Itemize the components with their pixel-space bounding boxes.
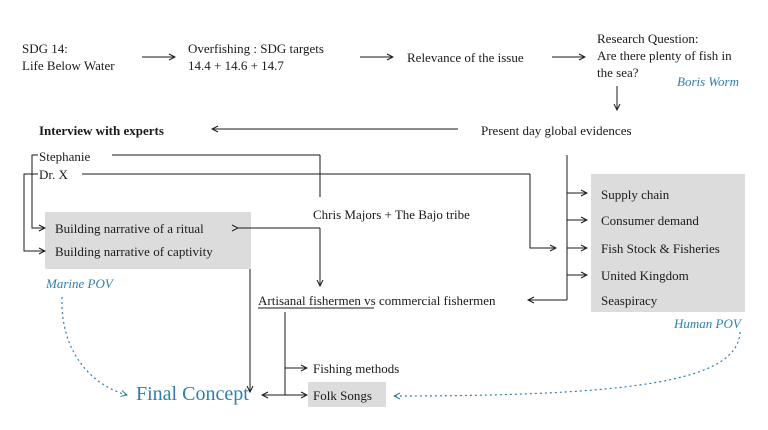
marine-pov-label: Marine POV <box>46 276 113 291</box>
human-item-consumer-demand: Consumer demand <box>601 213 699 228</box>
sdg14-title: SDG 14: <box>22 41 68 56</box>
line-drx-fishstock <box>529 174 556 248</box>
boris-worm-label: Boris Worm <box>677 74 740 89</box>
bracket-stephanie <box>31 154 45 228</box>
dotted-marine-final <box>61 296 127 395</box>
relevance-node: Relevance of the issue <box>407 50 524 65</box>
interview-node: Interview with experts <box>39 123 164 138</box>
research-line-2: Are there plenty of fish in <box>597 48 732 63</box>
artisanal-fishermen-text: Artisanal fishermen <box>258 293 361 308</box>
overfishing-node: Overfishing : SDG targets 14.4 + 14.6 + … <box>188 40 324 74</box>
human-item-united-kingdom: United Kingdom <box>601 268 689 283</box>
overfishing-targets: 14.4 + 14.6 + 14.7 <box>188 58 284 73</box>
artisanal-node: Artisanal fishermen vs commercial fisher… <box>258 292 496 309</box>
dotted-human-folk <box>394 331 741 396</box>
human-box <box>591 174 745 312</box>
human-item-supply-chain: Supply chain <box>601 187 670 202</box>
captivity-node: Building narrative of captivity <box>55 244 213 259</box>
fishing-methods-node: Fishing methods <box>313 361 400 376</box>
present-day-node: Present day global evidences <box>481 123 632 138</box>
research-line-1: Research Question: <box>597 31 699 46</box>
sdg14-node: SDG 14: Life Below Water <box>22 40 115 74</box>
human-item-seaspiracy: Seaspiracy <box>601 293 658 308</box>
marine-box <box>45 212 251 269</box>
stephanie-node: Stephanie <box>39 149 91 164</box>
folk-songs-node: Folk Songs <box>313 388 372 403</box>
vs-commercial-text: vs commercial fishermen <box>360 293 496 308</box>
sdg14-subtitle: Life Below Water <box>22 58 115 73</box>
overfishing-title: Overfishing : SDG targets <box>188 41 324 56</box>
dr-x-node: Dr. X <box>39 167 68 182</box>
human-item-fish-stock: Fish Stock & Fisheries <box>601 241 720 256</box>
chris-majors-node: Chris Majors + The Bajo tribe <box>313 207 470 222</box>
folk-songs-box <box>308 382 386 407</box>
human-pov-label: Human POV <box>674 316 741 331</box>
bracket-drx <box>23 173 45 251</box>
research-line-3: the sea? <box>597 65 639 80</box>
research-question-node: Research Question: Are there plenty of f… <box>597 30 732 81</box>
ritual-node: Building narrative of a ritual <box>55 221 204 236</box>
final-concept-node: Final Concept <box>136 383 249 405</box>
